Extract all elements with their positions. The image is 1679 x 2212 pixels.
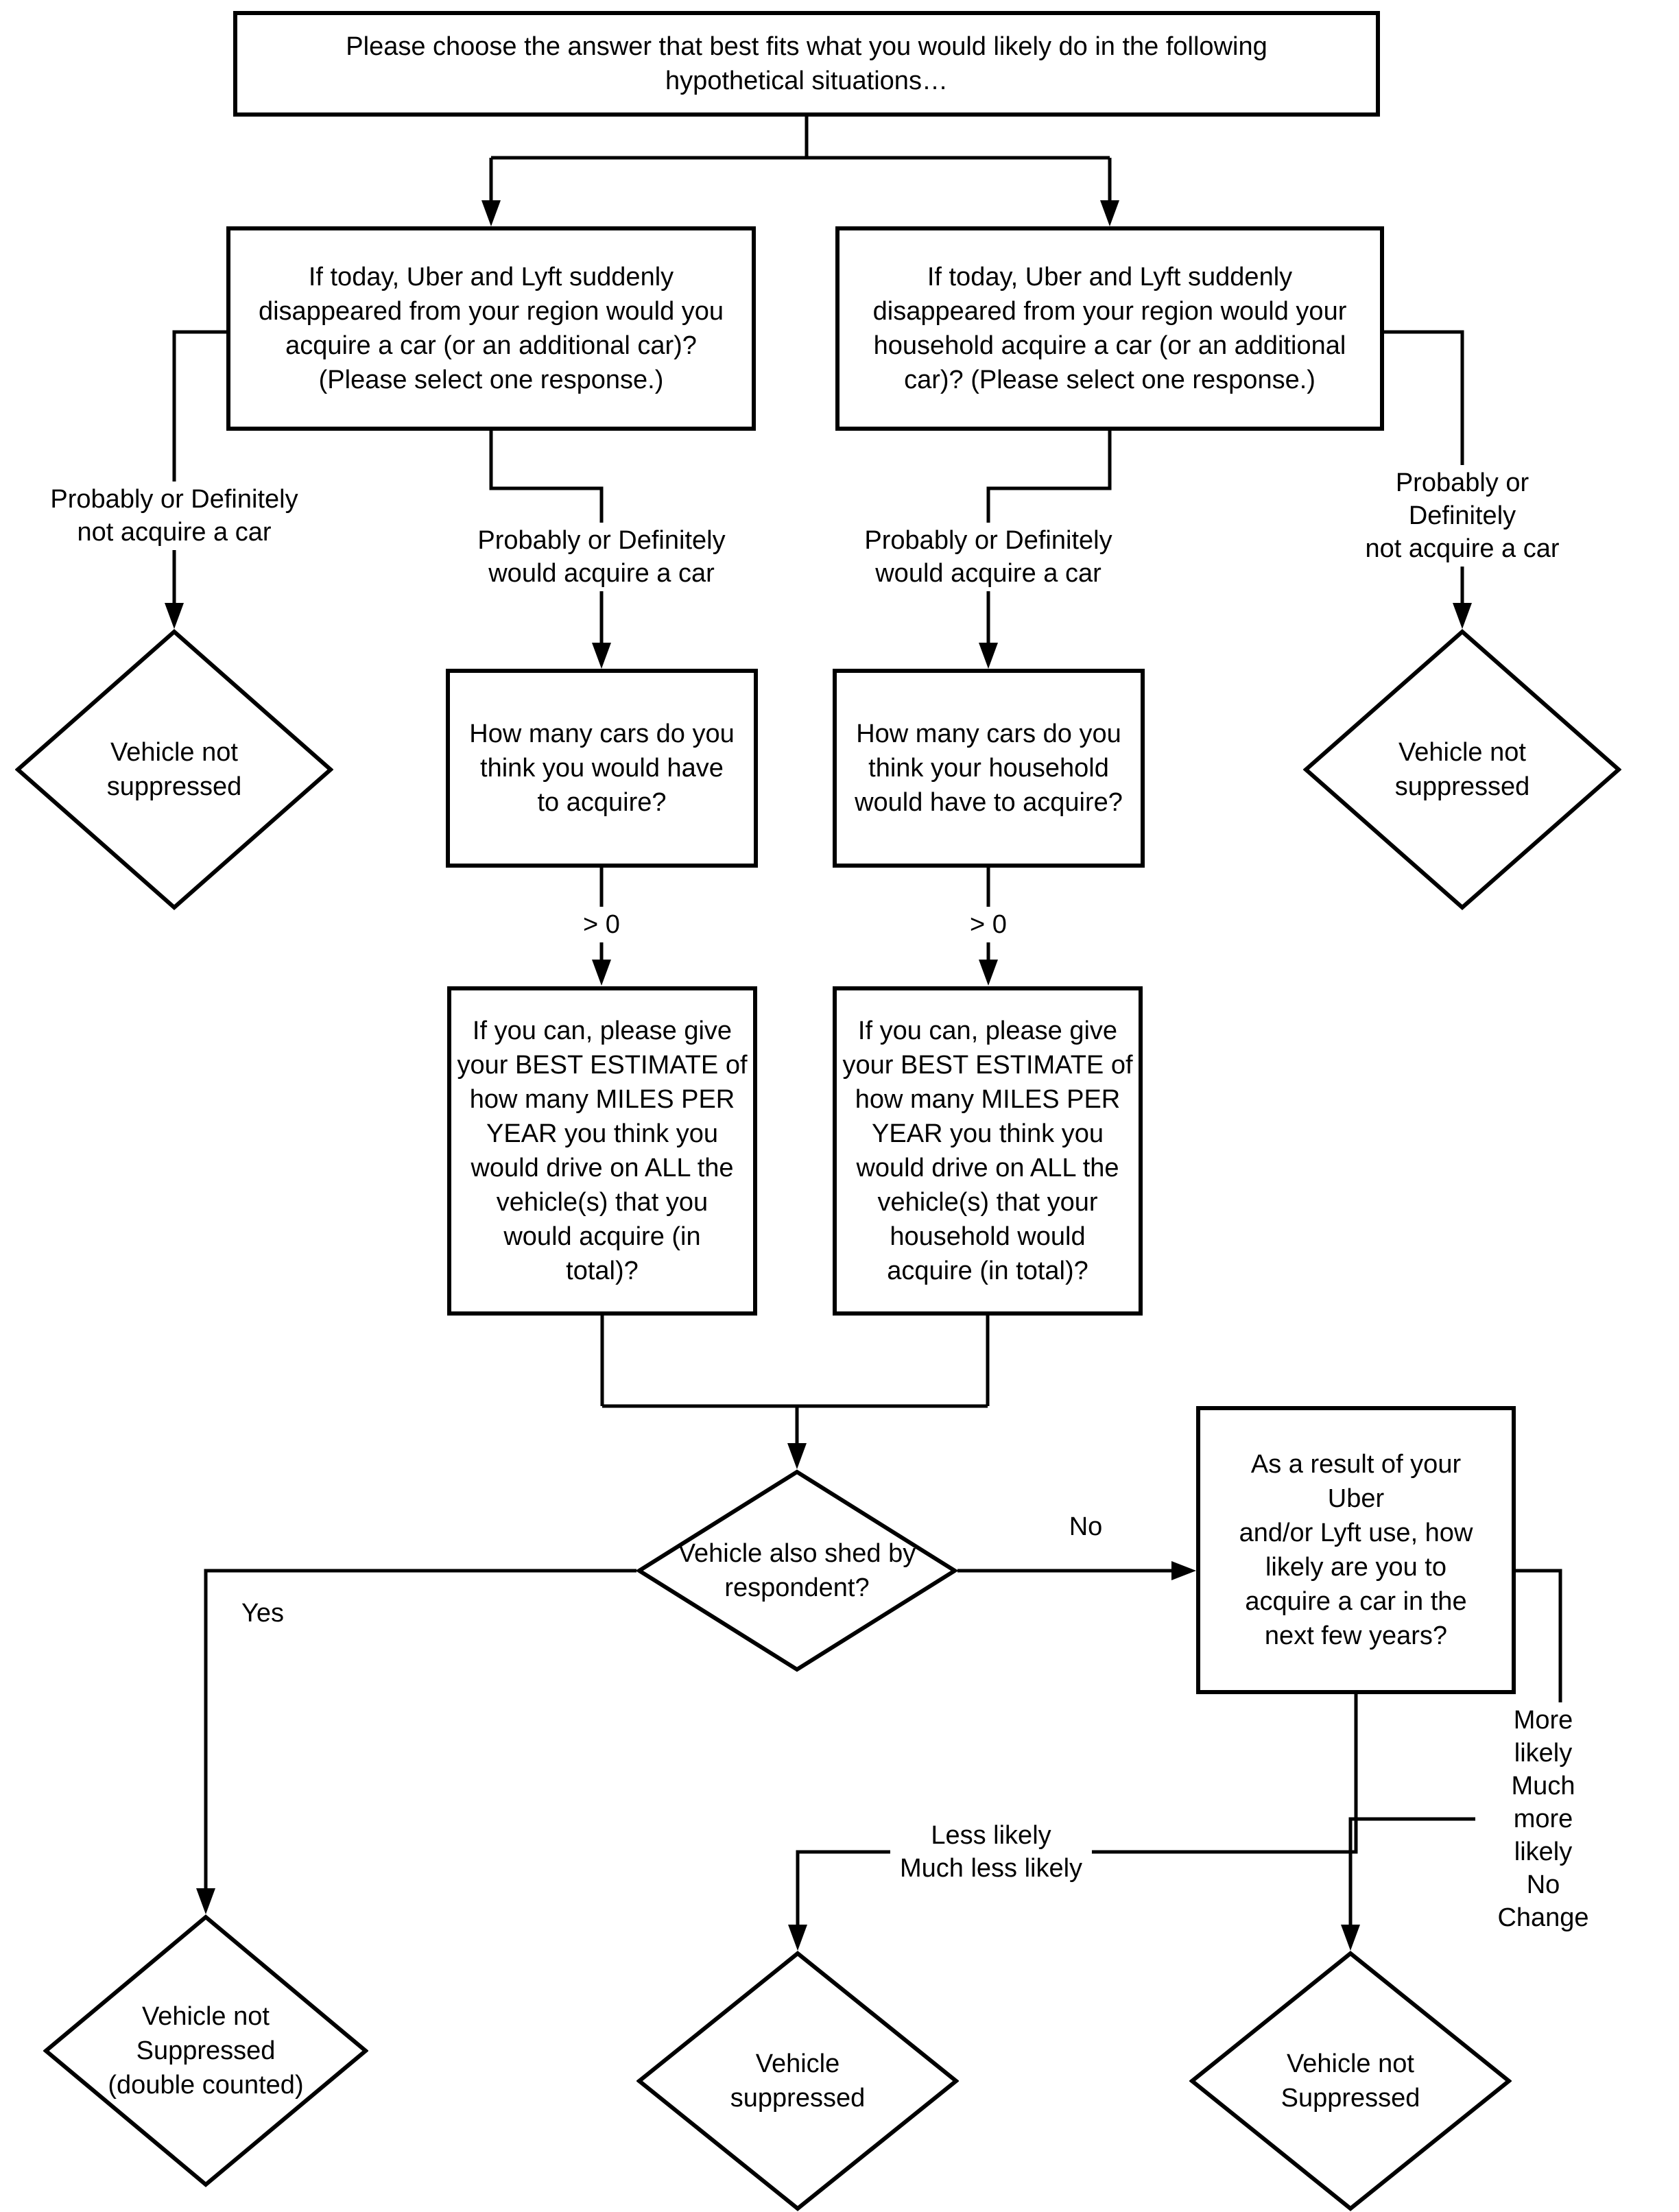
label-would-acquire-right: Probably or Definitely would acquire a c… [855, 523, 1122, 591]
question-personal-box: If today, Uber and Lyft suddenly disappe… [226, 226, 756, 431]
diamond-not-suppressed-double-counted: Vehicle not Suppressed (double counted) [43, 1914, 368, 2187]
diamond-shape [636, 1469, 957, 1672]
miles-personal-box: If you can, please give your BEST ESTIMA… [447, 986, 757, 1316]
diamond-text: Vehicle not Suppressed (double counted) [108, 2002, 304, 2100]
arrowhead-question-personal [481, 200, 501, 226]
arrowhead-question-household [1100, 200, 1119, 226]
arrowhead-miles-personal [592, 960, 611, 986]
label-less-likely: Less likely Much less likely [890, 1818, 1093, 1886]
diamond-shape [636, 1951, 959, 2211]
how-many-personal-text: How many cars do you think you would hav… [469, 720, 735, 817]
how-many-household-box: How many cars do you think your househol… [833, 669, 1145, 868]
edge-yes-branch [204, 1569, 636, 1888]
label-yes: Yes [232, 1595, 294, 1631]
arrowhead-likelihood-box [1171, 1561, 1196, 1580]
intro-text: Please choose the answer that best fits … [346, 32, 1267, 95]
arrowhead-not-suppressed-bottom [1341, 1925, 1360, 1951]
arrowhead-how-many-household [979, 643, 998, 669]
arrowhead-suppressed [788, 1925, 807, 1951]
diamond-text: Vehicle suppressed [730, 2049, 866, 2113]
diamond-shape [43, 1914, 368, 2187]
diamond-not-suppressed-bottom: Vehicle not Suppressed [1189, 1951, 1512, 2211]
label-gt-zero-right: > 0 [960, 907, 1016, 942]
arrowhead-also-shed [787, 1443, 807, 1469]
question-household-box: If today, Uber and Lyft suddenly disappe… [835, 226, 1384, 431]
arrowhead-how-many-personal [592, 643, 611, 669]
diamond-shape [1189, 1951, 1512, 2211]
how-many-household-text: How many cars do you think your househol… [855, 720, 1123, 817]
miles-household-text: If you can, please give your BEST ESTIMA… [842, 1016, 1133, 1285]
question-personal-text: If today, Uber and Lyft suddenly disappe… [258, 263, 724, 394]
label-would-acquire-left: Probably or Definitely would acquire a c… [468, 523, 735, 591]
intro-box: Please choose the answer that best fits … [233, 11, 1380, 117]
diamond-vehicle-also-shed: Vehicle also shed by respondent? [636, 1469, 957, 1672]
edge-miles-merge [600, 1316, 990, 1443]
diamond-vehicle-not-suppressed-left: Vehicle not suppressed [15, 629, 333, 910]
likelihood-text: As a result of your Uber and/or Lyft use… [1239, 1450, 1473, 1650]
edge-less-likely-branch [796, 1694, 1358, 1925]
diamond-shape [15, 629, 333, 910]
diamond-text: Vehicle also shed by respondent? [678, 1539, 916, 1602]
edge-personal-not-acquire [172, 330, 226, 603]
diamond-vehicle-not-suppressed-right: Vehicle not suppressed [1303, 629, 1621, 910]
arrowhead-diamond-left [165, 603, 184, 629]
edge-intro-fanout [489, 117, 1112, 200]
miles-personal-text: If you can, please give your BEST ESTIMA… [457, 1016, 748, 1285]
arrowhead-miles-household [979, 960, 998, 986]
label-not-acquire-right: Probably or Definitely not acquire a car [1354, 465, 1571, 567]
question-household-text: If today, Uber and Lyft suddenly disappe… [872, 263, 1347, 394]
how-many-personal-box: How many cars do you think you would hav… [446, 669, 758, 868]
label-gt-zero-left: > 0 [573, 907, 630, 942]
diamond-text: Vehicle not suppressed [1394, 738, 1530, 801]
diamond-text: Vehicle not Suppressed [1281, 2049, 1420, 2113]
label-not-acquire-left: Probably or Definitely not acquire a car [40, 481, 308, 550]
label-no: No [1059, 1509, 1112, 1545]
diamond-vehicle-suppressed: Vehicle suppressed [636, 1951, 959, 2211]
diamond-text: Vehicle not suppressed [106, 738, 242, 801]
likelihood-box: As a result of your Uber and/or Lyft use… [1196, 1406, 1516, 1694]
arrowhead-double-counted [196, 1888, 215, 1914]
arrowhead-diamond-right [1453, 603, 1472, 629]
label-more-likely: More likely Much more likely No Change [1475, 1702, 1611, 1936]
miles-household-box: If you can, please give your BEST ESTIMA… [833, 986, 1143, 1316]
diamond-shape [1303, 629, 1621, 910]
